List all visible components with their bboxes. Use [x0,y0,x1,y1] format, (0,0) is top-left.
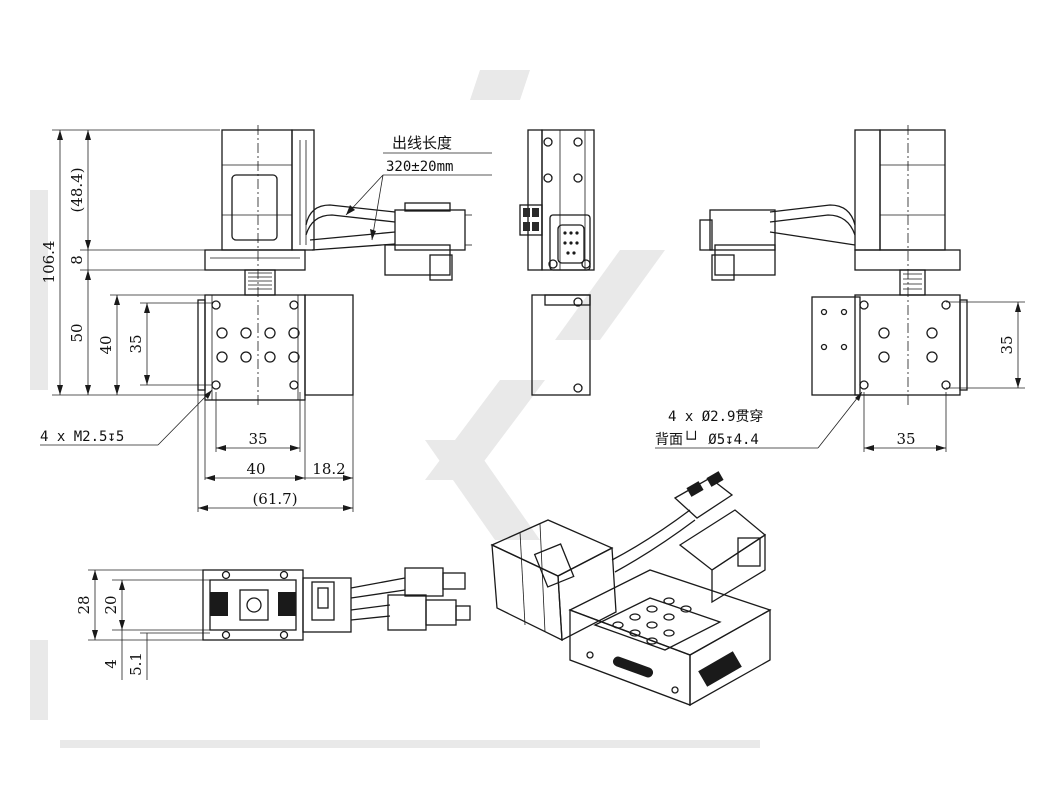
back-view [699,125,968,405]
dim-overall-height: 106.4 [40,241,58,284]
callout-cable-length-label: 出线长度 [392,134,452,152]
dim-right-hole-pitch-h: 35 [896,430,915,448]
isometric-view [490,471,772,707]
dim-hole-pitch-v: 35 [127,334,145,353]
callout-counterbore: 背面└┘ Ø5↧4.4 [655,431,759,448]
dim-motor-height: (48.4) [68,167,86,212]
dim-width: 40 [246,460,265,478]
dim-flange: 8 [68,255,86,265]
dim-stage-height: 50 [68,323,86,342]
dim-right-hole-pitch-v: 35 [998,335,1016,354]
front-view [197,125,472,405]
watermark [30,70,760,748]
dim-hole-pitch-h: 35 [248,430,267,448]
callout-tap-holes: 4 x M2.5↧5 [40,429,124,445]
front-view-dimensions [40,129,492,512]
top-view-dimensions [88,569,210,680]
callout-cable-length-value: 320±20mm [386,159,453,175]
back-view-holes [820,300,951,390]
dim-overall-width: (61.7) [252,490,297,508]
dim-thickness-total: 28 [75,595,93,614]
dim-hole-span-v: 40 [97,335,115,354]
callout-through-holes: 4 x Ø2.9贯穿 [668,409,763,425]
top-view [202,567,471,641]
dim-table-offset: 5.1 [127,652,145,676]
dim-base-offset: 4 [102,659,120,669]
side-view [519,129,595,396]
dim-thickness-table: 20 [102,595,120,614]
front-view-holes [211,300,300,390]
back-view-dimensions [655,301,1025,452]
dim-side-extension: 18.2 [312,460,345,478]
